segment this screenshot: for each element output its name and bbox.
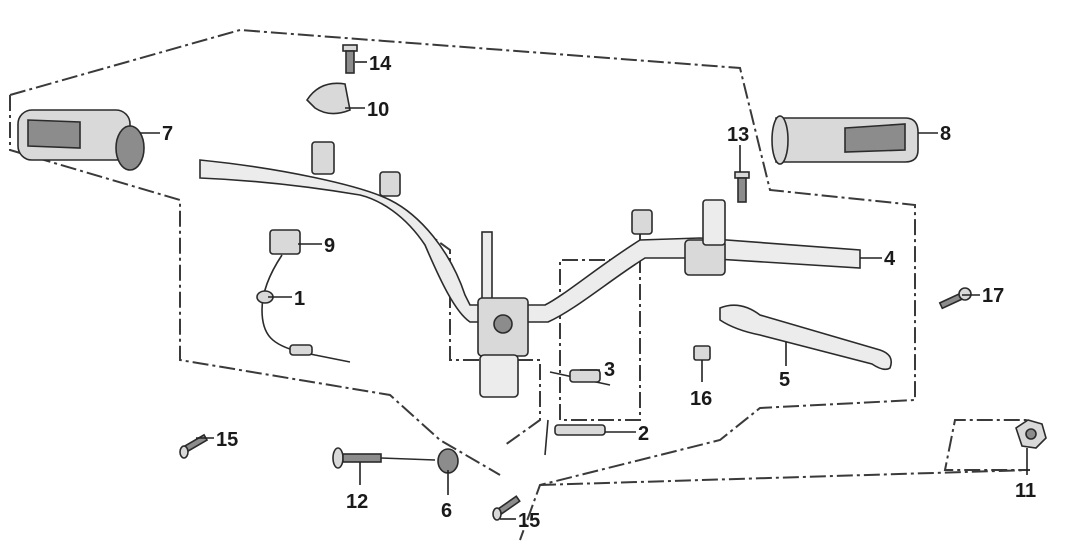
callout-15-bottom: 15 [518,510,540,532]
left-grip-part [17,109,145,171]
callout-8: 8 [940,123,951,145]
clamp-part [305,82,351,115]
bolt-part-12 [332,447,436,469]
handlebar-tube [199,159,861,323]
bracket-part-9 [269,229,301,255]
fitting-part-2 [544,419,606,456]
callout-3: 3 [604,359,615,381]
callout-4: 4 [884,248,896,270]
callout-16: 16 [690,388,712,410]
nut-part-16 [693,345,711,361]
callout-15-left: 15 [216,429,238,451]
handlebar-clamp-bolt [493,314,513,334]
assembly-outline [9,28,1031,541]
callout-9: 9 [324,235,335,257]
callout-14: 14 [369,53,392,75]
screw-part-14 [342,44,358,74]
fitting-part-3 [549,369,611,386]
callout-labels: 1 2 3 4 5 6 7 8 9 10 11 12 13 14 15 15 1… [162,53,1036,532]
screw-part-15-left [179,433,209,459]
callout-5: 5 [779,369,790,391]
screw-part-15-bottom [492,495,521,521]
callout-13: 13 [727,124,749,146]
right-mount-post [702,199,726,246]
callout-17: 17 [982,285,1004,307]
right-bracket [631,209,653,235]
left-switch-mount [311,141,335,175]
callout-10: 10 [367,99,389,121]
cable-part-1 [256,254,351,363]
callout-12: 12 [346,491,368,513]
callout-6: 6 [441,500,452,522]
nut-part-11-hole [1025,428,1037,440]
handlebar-stem-post [481,231,493,303]
right-grip-part [771,115,919,165]
handlebar-assembly [199,141,861,398]
bolt-part-17 [938,287,972,310]
stem-tube [479,354,519,398]
left-bracket [379,171,401,197]
brake-lever-part [719,304,893,371]
leader-lines [140,61,1028,520]
callout-2: 2 [638,423,649,445]
callout-7: 7 [162,123,173,145]
callout-1: 1 [294,288,305,310]
callout-11: 11 [1015,480,1036,502]
washer-part-6 [437,448,459,474]
screw-part-13 [734,171,750,203]
